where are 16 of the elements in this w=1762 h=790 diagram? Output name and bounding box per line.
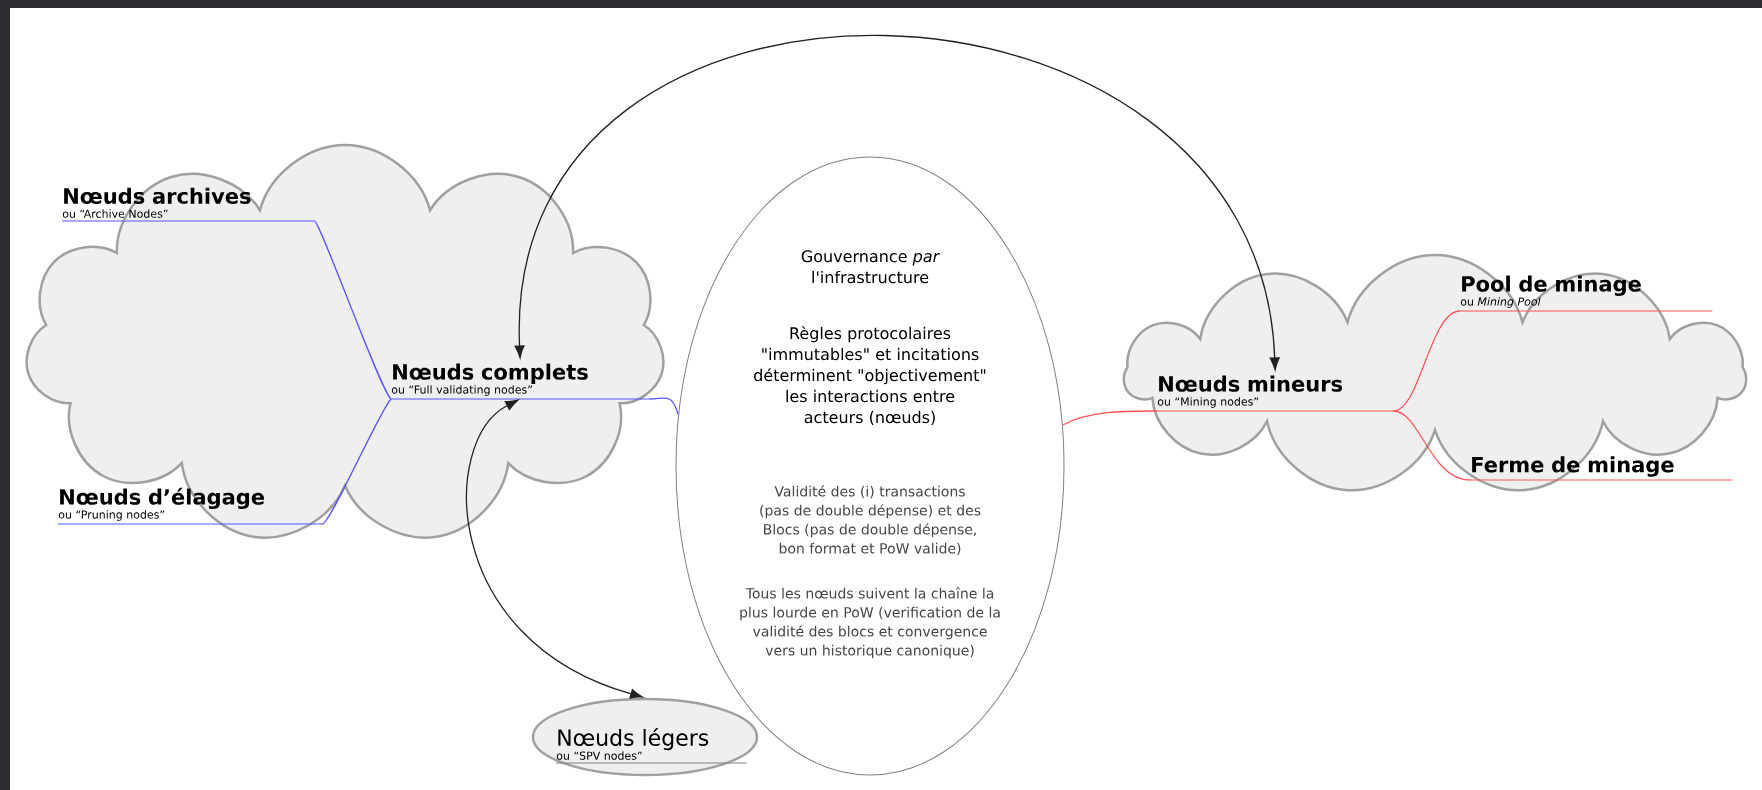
branch-label: Nœuds mineurs ou “Mining nodes” [1156, 375, 1394, 412]
connector-line [1062, 410, 1158, 426]
branch-label: Nœuds complets ou “Full validating nodes” [390, 363, 650, 400]
arrow [466, 399, 643, 699]
cloud-shape [1122, 253, 1748, 492]
branch-label: Nœuds archives ou “Archive Nodes” [61, 187, 315, 222]
connector-line [313, 220, 392, 400]
connector-line [1392, 410, 1471, 481]
connector-line [648, 397, 679, 416]
arrow [514, 34, 1280, 371]
connector-line [321, 398, 392, 525]
branch-label: Pool de minage ou Mining Pool [1459, 275, 1713, 312]
connector-line [1392, 310, 1461, 412]
branch-label: Nœuds d’élagage ou “Pruning nodes” [57, 487, 323, 525]
cloud-shape [25, 143, 665, 539]
branch-label: Ferme de minage [1469, 456, 1733, 481]
